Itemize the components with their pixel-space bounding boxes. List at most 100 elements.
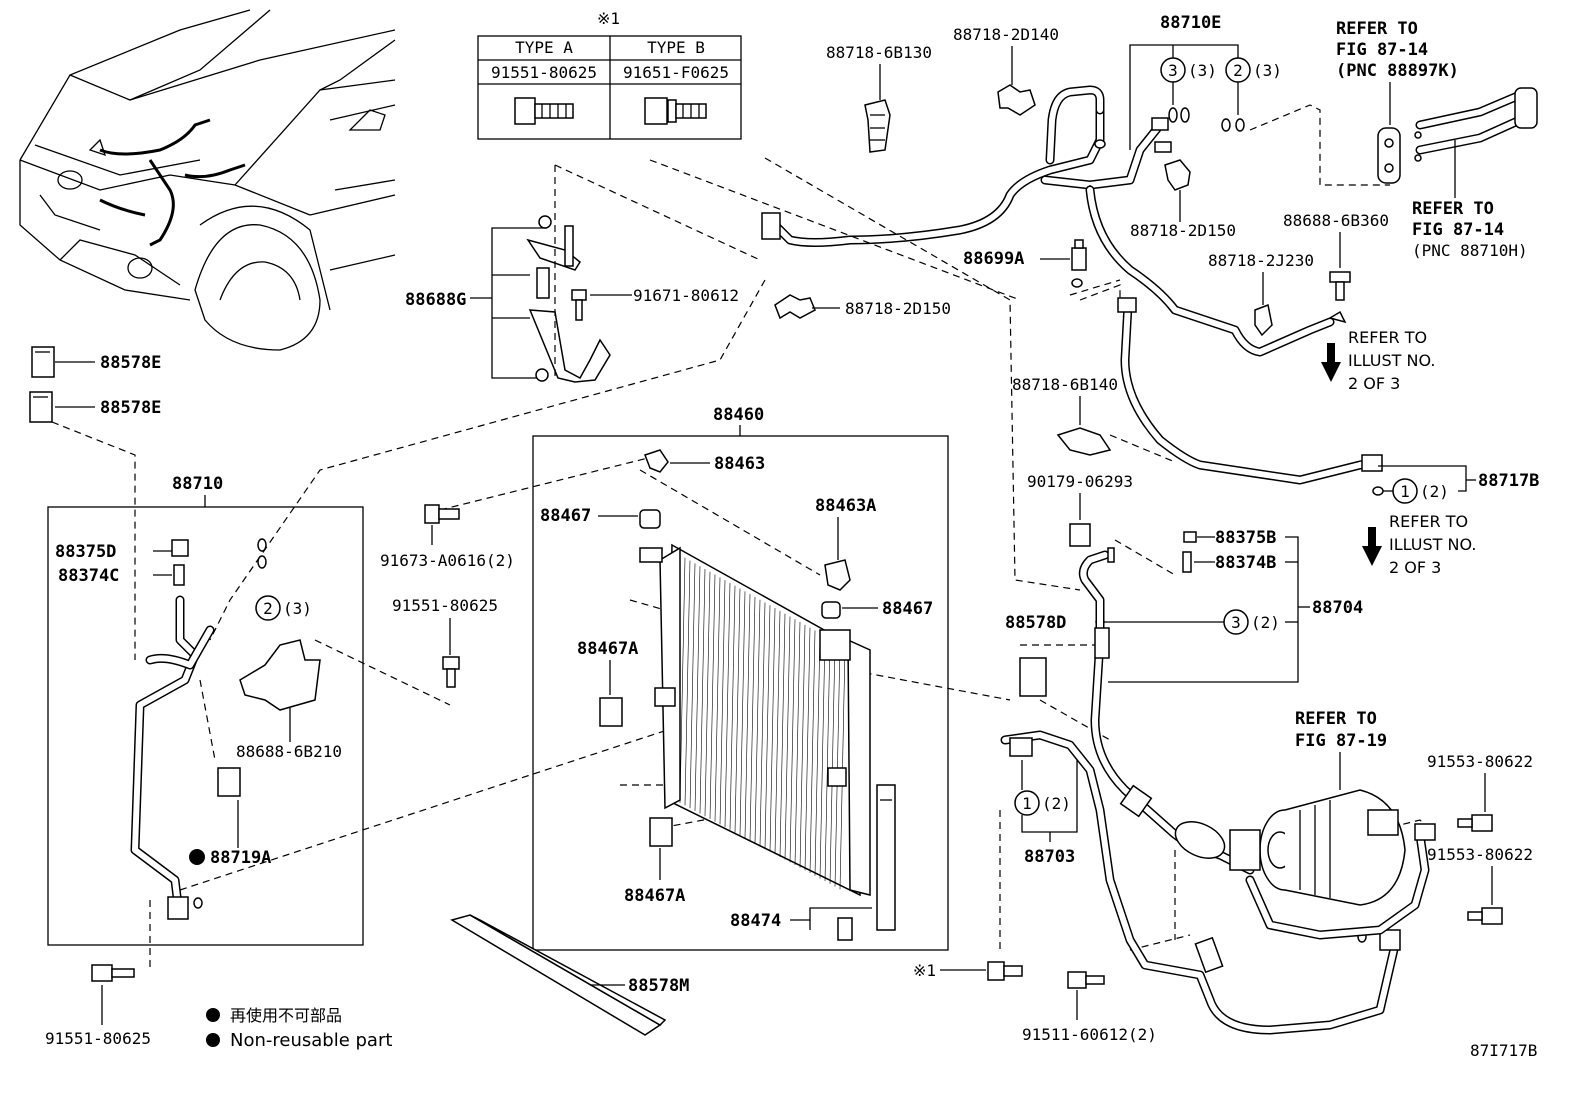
- pipe-88710-box: 88710 88375D 88374C 2 (3) 88688-6B210 88…: [47, 474, 364, 946]
- label-88688-6b210: 88688-6B210: [236, 742, 342, 761]
- label-88710e: 88710E: [1160, 13, 1221, 33]
- pipe-fitting-icon: [1151, 117, 1169, 131]
- condenser-fin-line: [779, 613, 786, 857]
- clamp-88718-2d140: 88718-2D140: [953, 25, 1059, 116]
- bolt-note-1-bottom: ※1: [913, 961, 1023, 981]
- legend-japanese: 再使用不可部品: [230, 1006, 342, 1025]
- condenser-fin-line: [689, 563, 696, 809]
- note-mark-bottom: ※1: [913, 961, 936, 980]
- label-88578e-2: 88578E: [100, 398, 161, 418]
- clamp-88718-2d150-right: 88718-2D150: [1130, 159, 1236, 240]
- label-88460: 88460: [713, 405, 764, 425]
- pipe-fitting-icon: [761, 212, 781, 240]
- label-91551-bottom: 91551-80625: [45, 1029, 151, 1048]
- label-91671-80612: 91671-80612: [633, 286, 739, 305]
- vehicle-illustration: [19, 9, 396, 351]
- refer-text-3: 2 OF 3: [1348, 374, 1400, 393]
- bolt-88688-6b360: 88688-6B360: [1283, 211, 1389, 324]
- label-91673: 91673-A0616(2): [380, 551, 515, 570]
- hose-88704-group: 88375B 88374B 88704 3 (2): [1078, 528, 1363, 875]
- refer-text-1: REFER TO: [1412, 199, 1494, 219]
- bracket-88688-6b210-icon: [239, 639, 321, 711]
- figure-code: 87I717B: [1470, 1041, 1537, 1060]
- label-88375d: 88375D: [55, 542, 116, 562]
- bracket-88463a-icon: [824, 559, 851, 591]
- type-a-header: TYPE A: [515, 38, 573, 57]
- pressure-switch-icon: [217, 767, 241, 797]
- condenser-fin-line: [714, 577, 721, 822]
- refer-illust-a: REFER TO ILLUST NO. 2 OF 3: [1321, 328, 1435, 393]
- bracket-88688g-group: 88688G 91671-80612: [405, 215, 739, 383]
- quantity-88710e-3: (3): [1188, 61, 1217, 80]
- condenser-fin-line: [824, 638, 831, 882]
- label-88704: 88704: [1312, 598, 1363, 618]
- condenser-fin-line: [704, 571, 711, 817]
- pipe-88710e-assembly: [761, 85, 1172, 247]
- bolt-shank-icon: [575, 299, 583, 321]
- condenser-fin-line: [814, 633, 821, 876]
- condenser-88460-box: 88460 88463 88467 88463A 88467 88467A 88…: [532, 405, 949, 951]
- stud-bolt-icon: [564, 225, 574, 267]
- condenser-fin-line: [749, 596, 756, 841]
- label-90179: 90179-06293: [1027, 472, 1133, 491]
- receiver-88474-icon: [876, 784, 896, 931]
- pipe-upper-right: [1085, 185, 1335, 357]
- label-88718-2d150-b: 88718-2D150: [845, 299, 951, 318]
- label-88467a-1: 88467A: [577, 639, 638, 659]
- label-88718-6b130: 88718-6B130: [826, 43, 932, 62]
- cushion-icon: [536, 267, 550, 299]
- refer-text-3: 2 OF 3: [1389, 558, 1441, 577]
- type-a-bolt-icon: [514, 97, 574, 125]
- circle-number-1: 1: [1400, 482, 1410, 501]
- condenser-fin-line: [809, 630, 816, 874]
- condenser-fin-line: [804, 627, 811, 871]
- o-ring-icon: [1168, 107, 1178, 123]
- refer-text-1: REFER TO: [1336, 19, 1418, 39]
- label-91511: 91511-60612(2): [1022, 1025, 1157, 1044]
- refer-fig-87-14-a: REFER TO FIG 87-14 (PNC 88897K): [1336, 19, 1459, 184]
- refer-text-1: REFER TO: [1389, 512, 1468, 531]
- condenser-fin-line: [834, 644, 841, 887]
- compressor-icon: [1229, 789, 1406, 906]
- arrow-down-icon: [1327, 343, 1335, 365]
- arrow-down-icon: [1362, 546, 1382, 566]
- circle-number-2: 2: [263, 599, 273, 618]
- refer-text-2: ILLUST NO.: [1348, 351, 1435, 370]
- cushion-icon: [821, 601, 841, 619]
- bolt-91551-bottom: 91551-80625: [45, 964, 151, 1048]
- condenser-fin-line: [819, 636, 826, 879]
- cushion-88578e-2: 88578E: [29, 391, 161, 660]
- label-88375b: 88375B: [1215, 528, 1276, 548]
- quantity-88710-2: (3): [283, 599, 312, 618]
- arrow-down-icon: [1321, 362, 1341, 382]
- condenser-fin-line: [729, 585, 736, 830]
- reference-dash-lines: [149, 157, 1431, 970]
- refer-text-2: FIG 87-14: [1412, 220, 1504, 240]
- nut-icon: [538, 215, 552, 229]
- clamp-88718-2j230: 88718-2J230: [1208, 251, 1314, 337]
- label-88699a: 88699A: [963, 249, 1024, 269]
- label-88710: 88710: [172, 474, 223, 494]
- condenser-fin-line: [739, 591, 746, 836]
- label-88703: 88703: [1024, 847, 1075, 867]
- bolt-head-icon: [571, 289, 587, 301]
- refer-fig-87-14-b: REFER TO FIG 87-14 (PNC 88710H): [1412, 87, 1538, 260]
- block-fitting-icon: [1377, 127, 1401, 184]
- refer-text-3: (PNC 88897K): [1336, 61, 1459, 81]
- bolt-91511: 91511-60612(2): [1022, 971, 1157, 1044]
- label-88467-a: 88467: [540, 506, 591, 526]
- condenser-fin-line: [719, 580, 726, 825]
- bolt-91673: 91673-A0616(2): [380, 504, 515, 570]
- condenser-fin-line: [694, 566, 701, 811]
- pipe-88717b: 1 (2) 88717B: [1117, 297, 1539, 504]
- quantity-circle-1: [1014, 790, 1040, 816]
- arrow-down-icon: [1368, 527, 1376, 549]
- cushion-icon: [599, 697, 623, 727]
- condenser-fin-line: [789, 619, 796, 863]
- condenser-fin-line: [799, 624, 806, 868]
- cushion-88578d: 88578D: [1005, 613, 1066, 697]
- label-88578d: 88578D: [1005, 613, 1066, 633]
- cushion-icon: [649, 817, 673, 847]
